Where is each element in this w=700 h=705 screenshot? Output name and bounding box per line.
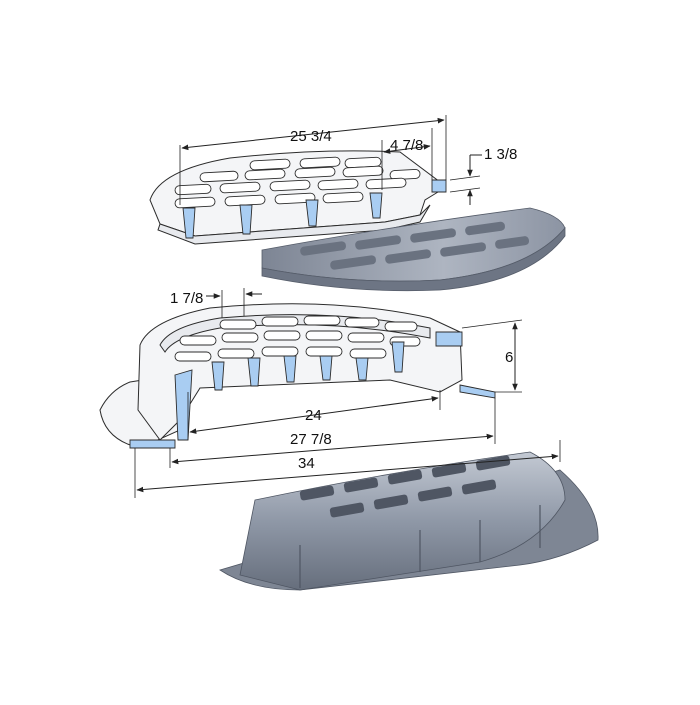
dim-grate-bar-spacing: 4 7/8 bbox=[390, 137, 423, 154]
grate-line-drawing bbox=[149, 150, 447, 245]
dimension-lines bbox=[134, 115, 561, 498]
grate-casting-edge bbox=[261, 226, 566, 292]
dim-frame-opening: 24 bbox=[305, 407, 322, 424]
dim-grate-thickness: 1 3/8 bbox=[484, 146, 517, 163]
grate-section-ribs bbox=[182, 179, 447, 239]
dim-frame-seat: 27 7/8 bbox=[290, 431, 332, 448]
frame-line-drawing bbox=[99, 303, 496, 449]
grate-casting-slots bbox=[300, 221, 530, 270]
grate-slots bbox=[174, 156, 421, 209]
grate-casting-render bbox=[261, 207, 566, 292]
dim-frame-height: 6 bbox=[505, 349, 513, 366]
dimension-labels: 25 3/4 4 7/8 1 3/8 1 7/8 6 24 27 7/8 34 bbox=[170, 128, 517, 472]
frame-slots bbox=[174, 315, 421, 362]
frame-casting-ribs bbox=[299, 505, 541, 588]
dim-grate-width: 25 3/4 bbox=[290, 128, 332, 145]
dim-frame-bar-spacing: 1 7/8 bbox=[170, 290, 203, 307]
frame-casting-render bbox=[219, 451, 599, 591]
grate-underside bbox=[157, 204, 431, 245]
frame-section-ribs bbox=[129, 331, 496, 449]
dim-frame-overall: 34 bbox=[298, 455, 315, 472]
